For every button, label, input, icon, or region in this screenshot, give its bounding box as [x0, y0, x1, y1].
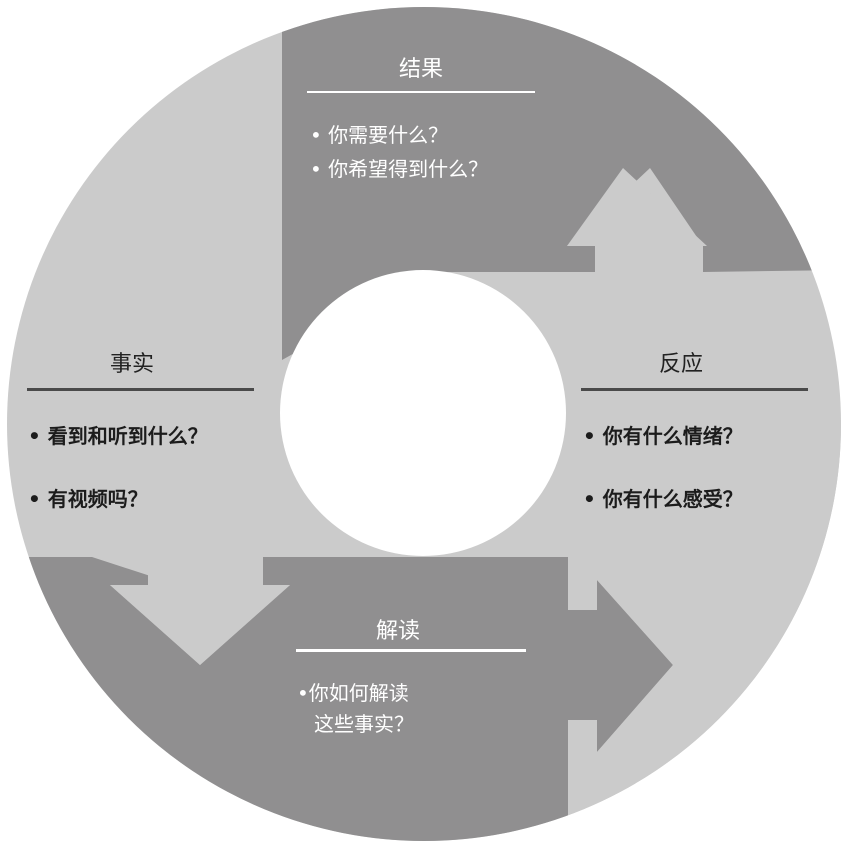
center-hole — [280, 270, 566, 556]
arrow-down-head — [110, 557, 290, 665]
interpretation-title: 解读 — [376, 619, 420, 644]
reaction-divider — [581, 388, 808, 391]
reaction-title: 反应 — [659, 352, 703, 377]
interpretation-item-1: •你如何解读 — [297, 681, 409, 705]
interpretation-item-2: 这些事实？ — [314, 712, 414, 736]
reaction-section: 反应 • 你有什么情绪？ • 你有什么感受？ — [581, 352, 808, 511]
reaction-item-1: • 你有什么情绪？ — [583, 424, 743, 448]
facts-item-1: • 看到和听到什么？ — [28, 424, 208, 448]
interpretation-section: 解读 •你如何解读 这些事实？ — [296, 619, 526, 736]
facts-title: 事实 — [110, 352, 154, 377]
facts-item-2: • 有视频吗？ — [28, 487, 148, 511]
result-item-1: • 你需要什么？ — [310, 123, 448, 147]
facts-section: 事实 • 看到和听到什么？ • 有视频吗？ — [27, 352, 254, 511]
result-item-2: • 你希望得到什么？ — [310, 157, 488, 181]
reaction-item-2: • 你有什么感受？ — [583, 487, 743, 511]
interpretation-section-bg — [7, 420, 673, 841]
arrow-up-to-result — [567, 168, 707, 272]
result-divider — [307, 91, 535, 93]
result-title: 结果 — [399, 57, 443, 82]
result-section: 结果 • 你需要什么？ • 你希望得到什么？ — [307, 57, 535, 181]
interpretation-divider — [296, 649, 526, 652]
facts-divider — [27, 388, 254, 391]
